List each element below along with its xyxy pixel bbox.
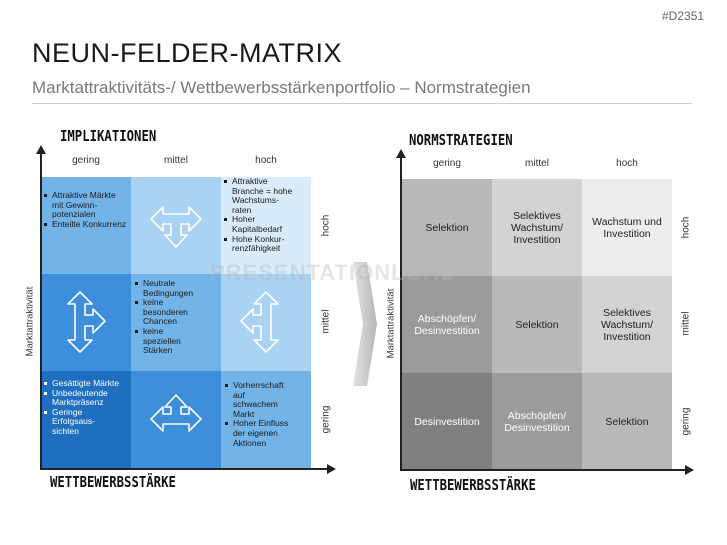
left-row-label-gering: gering <box>320 405 332 434</box>
bullet: Geringe Erfolgsaus-sichten <box>43 407 114 437</box>
norm-cell-mittel-mittel: Selektion <box>492 276 582 373</box>
left-cell-hoch-hoch: Attraktive Branche = hohe Wachstums-rate… <box>221 176 311 274</box>
right-row-label-gering: gering <box>680 407 692 436</box>
right-y-axis <box>400 156 402 471</box>
right-x-axis <box>400 469 686 471</box>
title-divider <box>32 103 692 104</box>
bullet: Attraktive Branche = hohe Wachstums-rate… <box>223 176 294 215</box>
right-y-axis-title: Marktattraktivität <box>385 288 397 359</box>
norm-cell-mittel-hoch: Selektives Wachstum/ Investition <box>582 276 672 373</box>
bullet: Unbedeutende Marktpräsenz <box>43 388 128 408</box>
left-y-axis-arrowhead <box>36 145 46 154</box>
right-x-axis-title: WETTBEWERBSSTÄRKE <box>410 476 536 494</box>
bullet: Hohe Konkur-renzfähigkeit <box>223 234 307 254</box>
bullet: keine besonderen Chancen <box>134 297 193 327</box>
bullet-list: Attraktive Branche = hohe Wachstums-rate… <box>223 176 307 254</box>
right-col-label-gering: gering <box>433 158 461 169</box>
bullet: Neutrale Bedingungen <box>134 278 218 298</box>
left-cell-gering-mittel <box>131 371 221 468</box>
norm-cell-hoch-hoch: Wachstum und Investition <box>582 179 672 276</box>
left-heading: IMPLIKATIONEN <box>60 127 157 145</box>
page-title: NEUN-FELDER-MATRIX <box>32 38 343 68</box>
bullet: keine speziellen Stärken <box>134 326 193 356</box>
left-cell-mittel-hoch <box>221 274 311 371</box>
norm-cell-hoch-gering: Selektion <box>402 179 492 276</box>
norm-cell-gering-gering: Desinvestition <box>402 373 492 470</box>
norm-cell-gering-hoch: Selektion <box>582 373 672 470</box>
page-subtitle: Marktattraktivitäts-/ Wettbewerbsstärken… <box>32 78 531 97</box>
double-arrow-up-down-right-icon <box>67 291 106 353</box>
bullet: Hoher Einfluss der eigenen Aktionen <box>224 419 293 448</box>
left-col-label-hoch: hoch <box>255 155 277 166</box>
right-y-axis-arrowhead <box>396 149 406 158</box>
watermark: PRESENTATIONLOAD <box>210 260 458 285</box>
left-cell-gering-gering: Gesättigte Märkte Unbedeutende Marktpräs… <box>41 371 131 468</box>
bullet-list: Gesättigte Märkte Unbedeutende Marktpräs… <box>43 378 128 437</box>
right-col-label-hoch: hoch <box>616 158 638 169</box>
bullet: Enteilte Konkurrenz <box>43 219 128 230</box>
right-x-axis-arrowhead <box>685 465 694 475</box>
left-cell-mittel-mittel: Neutrale Bedingungen keine besonderen Ch… <box>131 274 221 371</box>
left-x-axis-arrowhead <box>327 464 336 474</box>
double-arrow-up-down-left-icon <box>240 291 279 353</box>
left-col-label-mittel: mittel <box>164 155 188 166</box>
bullet-list: Neutrale Bedingungen keine besonderen Ch… <box>134 278 218 356</box>
left-col-label-gering: gering <box>72 155 100 166</box>
bullet: Gesättigte Märkte <box>43 378 128 389</box>
left-cell-hoch-gering: Attraktive Märkte mit Gewinn-potenzialen… <box>41 177 131 274</box>
left-cell-hoch-mittel <box>131 177 221 274</box>
left-y-axis-title: Marktattraktivität <box>24 286 36 357</box>
right-heading: NORMSTRATEGIEN <box>409 131 513 149</box>
left-cell-gering-hoch: Vorherrschaft auf schwachem Markt Hoher … <box>221 371 311 468</box>
norm-cell-gering-mittel: Abschöpfen/ Desinvestition <box>492 373 582 470</box>
right-col-label-mittel: mittel <box>525 158 549 169</box>
left-row-label-mittel: mittel <box>320 309 332 334</box>
left-cell-mittel-gering <box>41 274 131 371</box>
left-x-axis-title: WETTBEWERBSSTÄRKE <box>50 473 176 491</box>
left-y-axis <box>40 152 42 470</box>
bullet-list: Vorherrschaft auf schwachem Markt Hoher … <box>224 380 308 448</box>
right-row-label-hoch: hoch <box>680 216 692 239</box>
norm-cell-hoch-mittel: Selektives Wachstum/ Investition <box>492 179 582 276</box>
bullet-list: Attraktive Märkte mit Gewinn-potenzialen… <box>43 190 128 230</box>
norm-cell-mittel-gering: Abschöpfen/ Desinvestition <box>402 276 492 373</box>
bullet: Hoher Kapitalbedarf <box>223 215 307 234</box>
right-row-label-mittel: mittel <box>680 311 692 336</box>
slide-code: #D2351 <box>662 9 705 23</box>
bullet: Vorherrschaft auf schwachem Markt <box>224 380 288 419</box>
bullet: Attraktive Märkte mit Gewinn-potenzialen <box>43 190 128 220</box>
double-arrow-left-right-up-icon <box>150 394 202 432</box>
chevron-arrow-icon <box>353 262 377 386</box>
double-arrow-left-right-down-icon <box>150 206 202 248</box>
left-row-label-hoch: hoch <box>320 214 332 237</box>
left-x-axis <box>40 468 328 470</box>
